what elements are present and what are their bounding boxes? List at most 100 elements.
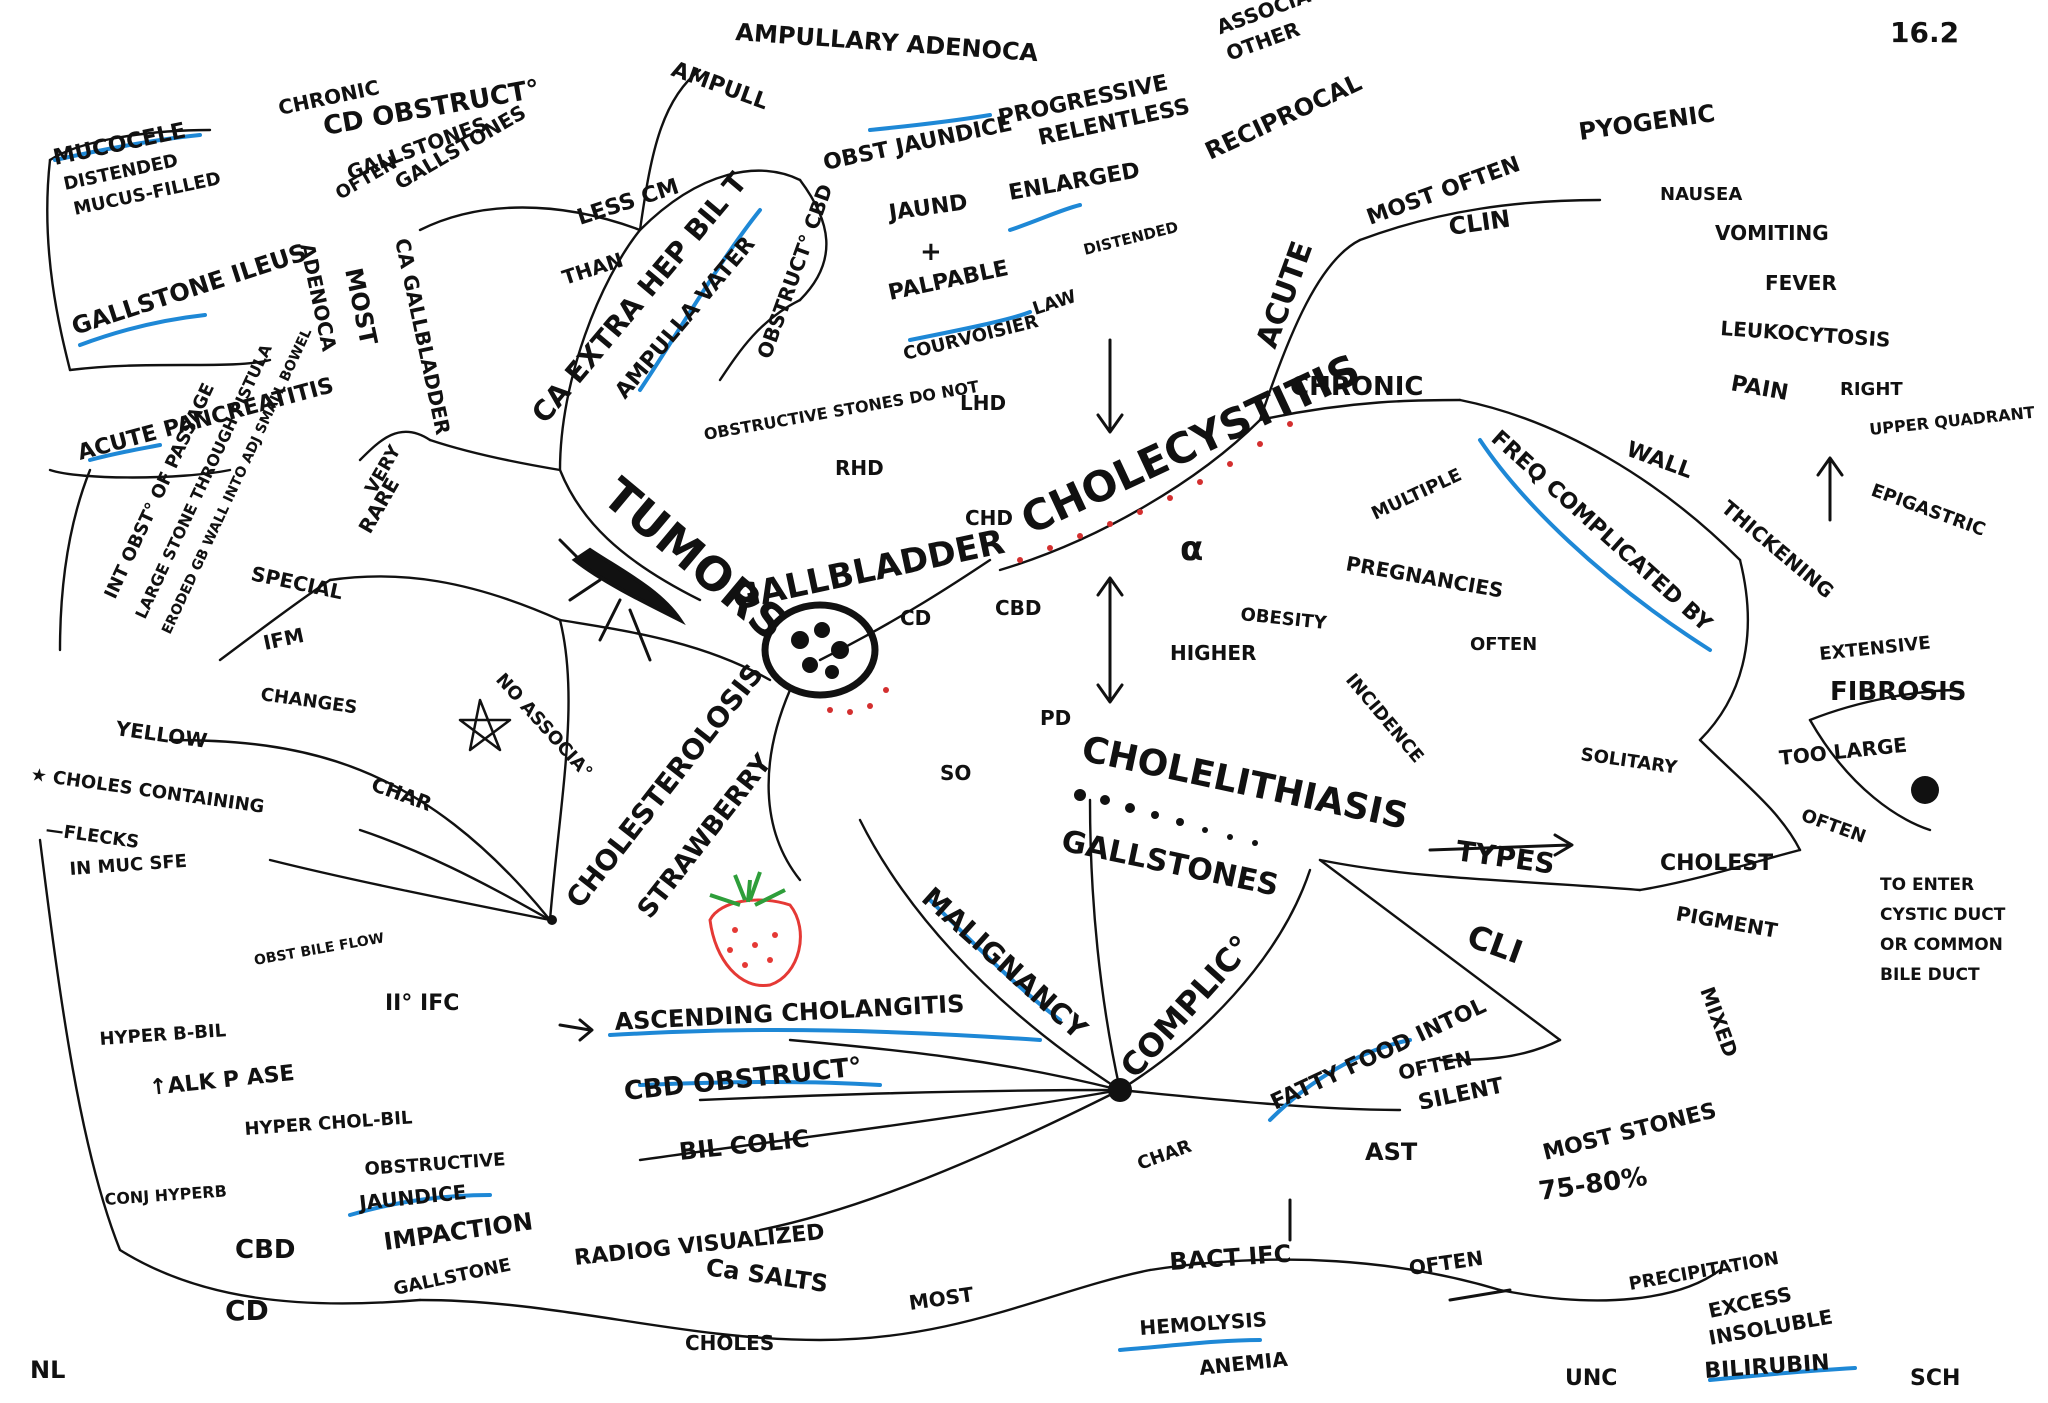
gallstone-lower: GALLSTONE	[392, 1254, 513, 1299]
in-muc-sfe: IN MUC SFE	[69, 851, 188, 880]
duct-chd: CHD	[965, 506, 1013, 530]
bil-colic: BIL COLIC	[678, 1124, 811, 1166]
duct-so: SO	[940, 761, 971, 785]
mixed: MIXED	[1695, 984, 1743, 1061]
black-dots	[1074, 789, 1258, 846]
bilirubin: BILIRUBIN	[1704, 1350, 1831, 1384]
often-bottom: OFTEN	[1407, 1246, 1484, 1280]
obst-jaundice: OBST JAUNDICE	[821, 111, 1014, 175]
ast: AST	[1365, 1138, 1418, 1166]
obstructive: OBSTRUCTIVE	[364, 1149, 506, 1180]
nausea: NAUSEA	[1660, 184, 1742, 205]
gallbladder-hub	[761, 601, 879, 699]
most-stones: MOST STONES	[1540, 1099, 1719, 1166]
chronic: CHRONIC	[1290, 372, 1423, 402]
anemia: ANEMIA	[1198, 1347, 1289, 1380]
enlarged: ENLARGED	[1007, 158, 1142, 206]
complic-hub-dot	[1108, 1078, 1132, 1102]
radiog-visualized: RADIOG VISUALIZED	[573, 1220, 826, 1271]
red-dots	[827, 421, 1293, 715]
to-enter-note: TO ENTER CYSTIC DUCT OR COMMON BILE DUCT	[1880, 875, 2006, 985]
epigastric: EPIGASTRIC	[1868, 480, 1988, 541]
jaundice: JAUNDICE	[356, 1180, 468, 1215]
obst-cbd: OBSTRUCT° CBD	[752, 181, 837, 362]
extensive: EXTENSIVE	[1818, 632, 1931, 665]
conj-hyperb: CONJ HYPERB	[104, 1181, 227, 1208]
ampullary-adenoca: AMPULLARY ADENOCA	[735, 18, 1040, 67]
obst-stones-do-not: OBSTRUCTIVE STONES DO NOT	[702, 377, 980, 444]
fever: FEVER	[1765, 271, 1837, 295]
often-types: OFTEN	[1798, 805, 1868, 848]
higher: HIGHER	[1170, 641, 1256, 665]
malignancy-label: MALIGNANCY	[915, 881, 1094, 1047]
cholest: CHOLEST	[1660, 851, 1773, 876]
duct-pd: PD	[1040, 706, 1071, 730]
most-label: MOST	[339, 265, 383, 348]
hemolysis: HEMOLYSIS	[1139, 1307, 1268, 1340]
leukocytosis: LEUKOCYTOSIS	[1720, 316, 1892, 352]
arrows	[558, 338, 1844, 1302]
too-large: TOO LARGE	[1778, 733, 1908, 770]
signature-right: SCH	[1910, 1366, 1960, 1391]
pigment: PIGMENT	[1674, 901, 1779, 942]
thickening: THICKENING	[1717, 495, 1839, 603]
to-enter-text: TO ENTER CYSTIC DUCT OR COMMON BILE DUCT	[1880, 875, 2006, 985]
silent: SILENT	[1416, 1073, 1506, 1115]
ampull-label: AMPULL	[668, 57, 771, 115]
strawberry-drawing	[708, 871, 802, 988]
duct-cbd: CBD	[995, 596, 1042, 620]
complic-label: COMPLIC°	[1113, 928, 1260, 1086]
bact-ifc: BACT IFC	[1168, 1240, 1292, 1276]
no-association: NO ASSOCIA°	[491, 669, 596, 783]
right: RIGHT	[1840, 379, 1903, 400]
palpable: PALPABLE	[886, 256, 1011, 306]
association-note: ASSOCIA° = EACH PREDISPOSES THE OTHER	[1213, 0, 1610, 66]
hyper-chol-bil: HYPER CHOL-BIL	[244, 1107, 413, 1140]
vomiting: VOMITING	[1715, 221, 1829, 245]
impaction: IMPACTION	[382, 1207, 535, 1256]
multiple: MULTIPLE	[1368, 465, 1465, 525]
signature-left: NL	[30, 1356, 65, 1384]
cd-lower: CD	[225, 1294, 269, 1327]
obst-bile-flow: OBST BILE FLOW	[253, 930, 385, 969]
alk-p: ↑ALK P ASE	[148, 1061, 296, 1101]
cholelithiasis-label: CHOLELITHIASIS	[1078, 729, 1411, 838]
flecks: —FLECKS	[44, 819, 140, 853]
types: TYPES	[1454, 834, 1557, 880]
jaund: JAUND	[885, 190, 969, 226]
hyper-b-bil: HYPER B-BIL	[99, 1020, 227, 1050]
tumors-label: TUMORS	[593, 467, 798, 651]
often-chole: OFTEN	[1470, 634, 1537, 655]
association-text: ASSOCIA° = EACH PREDISPOSES THE OTHER	[1213, 0, 1610, 66]
wall: WALL	[1623, 437, 1696, 484]
unc: UNC	[1565, 1366, 1617, 1391]
cli: CLI	[1462, 917, 1527, 972]
connector-lines	[38, 68, 1962, 1342]
most-bottom: MOST	[907, 1282, 975, 1315]
less-cm: LESS CM	[574, 174, 682, 230]
ii-ifc: II° IFC	[385, 991, 459, 1016]
cholesterolosis-dot	[547, 915, 557, 925]
blue-highlights	[53, 113, 1857, 1382]
chol-containing: ★ CHOLES CONTAINING	[29, 764, 265, 818]
char-types: CHAR	[1135, 1136, 1195, 1175]
duct-cd: CD	[900, 606, 931, 630]
cbd-lower: CBD	[235, 1235, 295, 1265]
distended-small: DISTENDED	[1082, 218, 1181, 259]
duct-lhd: LHD	[960, 391, 1006, 415]
clin: CLIN	[1447, 205, 1512, 241]
solitary: SOLITARY	[1579, 744, 1679, 778]
ca-salts: Ca SALTS	[704, 1253, 830, 1298]
choles-bottom: CHOLES	[685, 1331, 774, 1355]
law: LAW	[1030, 286, 1079, 320]
upper-quadrant: UPPER QUADRANT	[1868, 403, 2035, 439]
ifm: IFM	[261, 623, 306, 655]
than: THAN	[559, 248, 626, 290]
gallstone-ileus: GALLSTONE ILEUS	[68, 238, 310, 340]
alpha-symbol: α	[1180, 529, 1203, 569]
pregnancies: PREGNANCIES	[1344, 551, 1505, 602]
changes: CHANGES	[259, 684, 358, 718]
page-number: 16.2	[1890, 16, 1959, 49]
